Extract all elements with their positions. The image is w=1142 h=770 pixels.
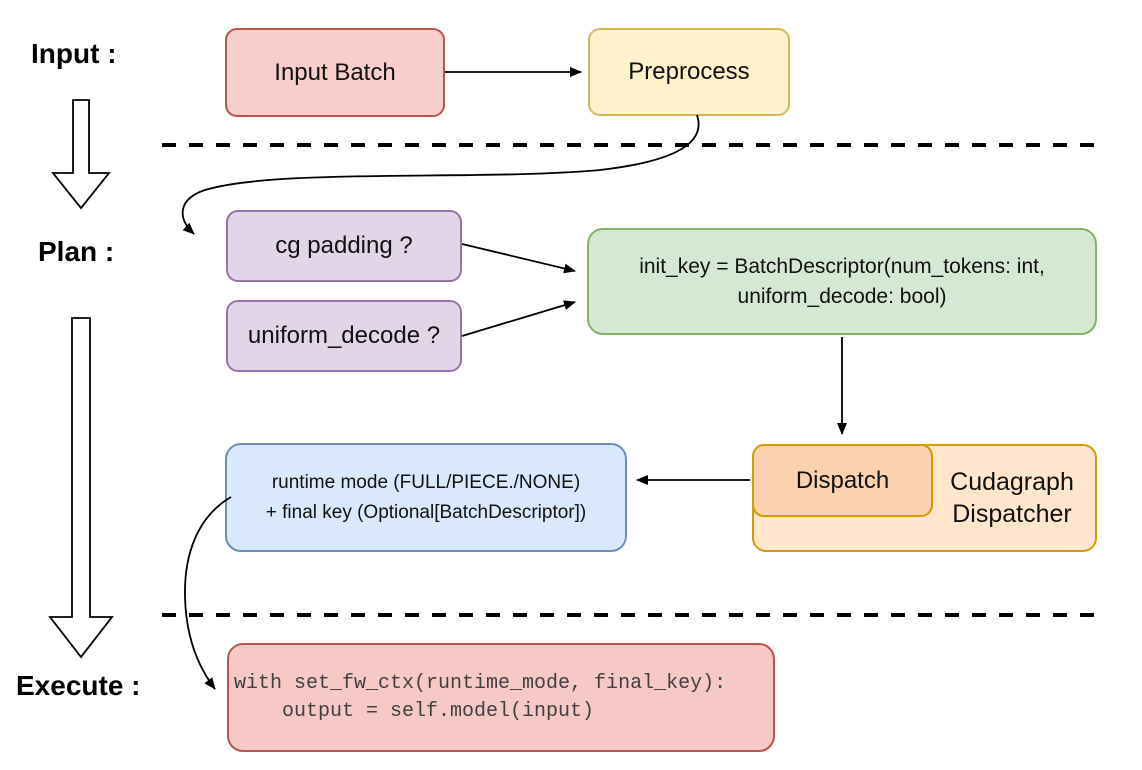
node-runtime-mode: runtime mode (FULL/PIECE./NONE) + final …	[225, 443, 627, 552]
node-cg-padding: cg padding ?	[226, 210, 462, 282]
node-cudagraph-dispatcher-label: Cudagraph Dispatcher	[929, 466, 1095, 530]
node-uniform-decode-label: uniform_decode ?	[247, 322, 441, 350]
node-dispatch-label: Dispatch	[795, 466, 890, 494]
node-init-key-line1: init_key = BatchDescriptor(num_tokens: i…	[639, 255, 1045, 279]
execute-code-line1: with set_fw_ctx(runtime_mode, final_key)…	[234, 671, 727, 695]
arrow-uniform-decode-to-init-key	[461, 300, 576, 337]
node-input-batch-label: Input Batch	[274, 58, 396, 86]
stage-label-plan: Plan :	[38, 236, 115, 267]
node-uniform-decode: uniform_decode ?	[226, 300, 462, 372]
cudagraph-label-line2: Dispatcher	[952, 500, 1072, 528]
stage-arrow-input-to-plan	[51, 99, 111, 210]
execute-code-line2: output = self.model(input)	[234, 699, 595, 723]
node-init-key: init_key = BatchDescriptor(num_tokens: i…	[587, 228, 1097, 335]
node-input-batch: Input Batch	[225, 28, 445, 117]
node-preprocess-label: Preprocess	[628, 58, 750, 86]
node-execute-code: with set_fw_ctx(runtime_mode, final_key)…	[227, 643, 775, 752]
node-runtime-mode-line2: + final key (Optional[BatchDescriptor])	[265, 501, 587, 523]
cudagraph-label-line1: Cudagraph	[950, 468, 1074, 496]
node-cg-padding-label: cg padding ?	[275, 232, 413, 260]
stage-label-execute: Execute :	[16, 670, 141, 701]
node-init-key-line2: uniform_decode: bool)	[737, 284, 947, 308]
node-runtime-mode-line1: runtime mode (FULL/PIECE./NONE)	[271, 472, 581, 494]
node-preprocess: Preprocess	[588, 28, 790, 116]
stage-label-input: Input :	[31, 38, 117, 69]
stage-arrow-plan-to-execute	[48, 317, 114, 659]
arrow-cg-padding-to-init-key	[461, 243, 576, 274]
node-dispatch: Dispatch	[752, 444, 933, 517]
